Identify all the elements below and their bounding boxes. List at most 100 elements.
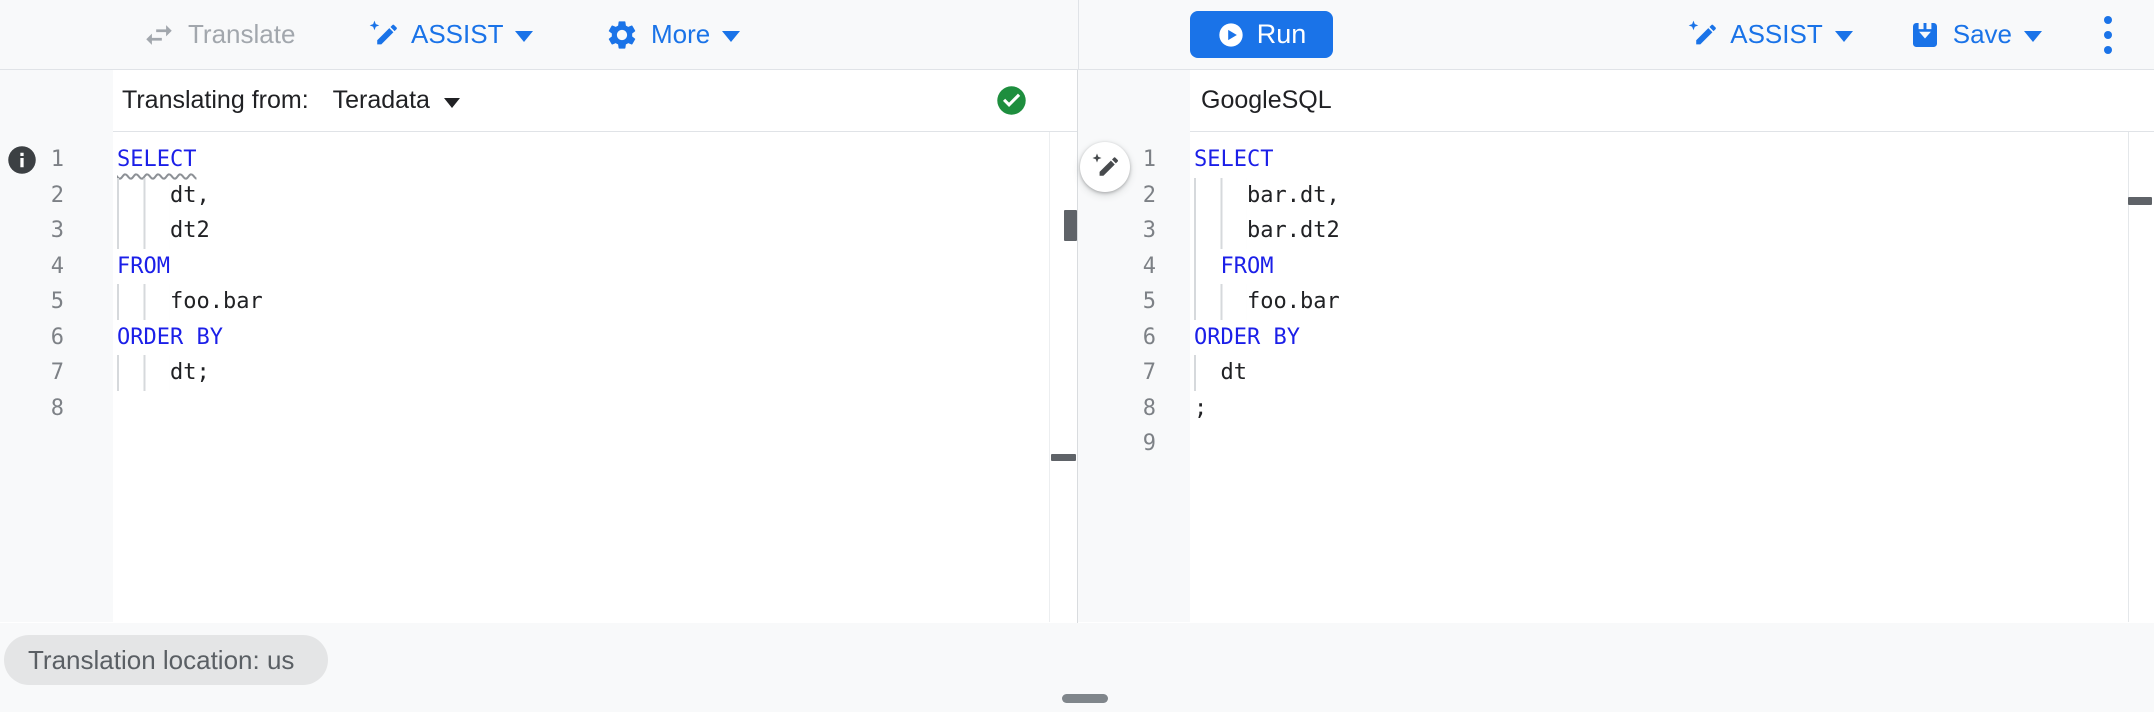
code-line[interactable]: foo.bar [1194,284,2128,320]
kebab-dot [2104,45,2112,54]
magic-pen-icon [1092,153,1119,176]
sql-text: foo.bar [1246,289,1340,314]
sql-text: bar.dt, [1246,182,1340,208]
code-line[interactable]: dt2 [117,213,1049,249]
save-dropdown[interactable]: Save [1909,19,2042,51]
toolbar-panel-divider [1078,0,1079,70]
line-number: 3 [50,218,64,243]
save-icon [1912,22,1937,47]
line-numbers: 1 2 3 4 5 6 7 8 [0,132,113,426]
code-line[interactable]: bar.dt, [1194,177,2128,213]
code-line[interactable]: ORDER BY [1194,320,2128,356]
line-number: 4 [1142,253,1156,279]
code-line[interactable]: dt; [117,355,1049,391]
save-label: Save [1952,19,2012,49]
translating-from-label: Translating from: [122,86,309,114]
line-number: 8 [50,395,64,421]
code-line[interactable]: SELECT [1194,142,2128,178]
top-toolbar: Translate ASSIST More Run ASSIST Save [0,0,2154,70]
code-line[interactable]: FROM [117,249,1049,285]
info-icon[interactable] [7,145,37,175]
source-dialect-value: Teradata [332,86,430,114]
footer-area: Translation location: us [0,623,2154,712]
sql-text: bar.dt2 [1246,218,1340,243]
line-number: 5 [1142,289,1156,314]
sql-keyword: FROM [1220,253,1274,279]
line-number: 6 [50,324,64,350]
left-vertical-scrollbar-thumb[interactable] [1064,210,1077,241]
code-line[interactable]: SELECT [117,142,1049,178]
translation-location-label: Translation location: us [28,644,295,675]
magic-pen-icon [369,20,397,44]
sql-text: dt; [169,360,210,385]
source-dialect-dropdown[interactable]: Teradata [333,86,460,115]
left-horizontal-scrollbar-thumb[interactable] [1051,454,1076,461]
chevron-down-icon [2024,31,2042,42]
sql-text: dt2 [169,218,210,243]
right-scrollbar-track[interactable] [2128,132,2154,622]
indent-guides [1194,177,1247,213]
line-number: 9 [1142,431,1156,456]
indent-guides [1194,213,1247,249]
code-line[interactable] [117,391,1049,427]
code-line[interactable]: FROM [1194,248,2128,284]
assist-right-label: ASSIST [1730,19,1823,49]
assist-dropdown-right[interactable]: ASSIST [1686,19,1853,51]
code-line[interactable]: bar.dt2 [1194,213,2128,249]
indent-guides [1194,355,1221,391]
assist-wand-button[interactable] [1080,142,1130,192]
line-number: 8 [1142,395,1156,421]
run-button[interactable]: Run [1190,11,1333,58]
overflow-menu-button[interactable] [2098,12,2118,58]
gear-icon [608,20,636,49]
swap-arrows-icon [146,24,172,45]
kebab-dot [2104,15,2112,24]
left-scrollbar-track[interactable] [1049,132,1077,622]
code-line[interactable] [1194,426,2128,462]
assist-label: ASSIST [411,19,504,49]
gutter-spacer [1078,70,1190,132]
chevron-down-icon [515,31,534,42]
code-line[interactable]: dt, [117,177,1049,213]
indent-guides [117,355,170,391]
left-editor-gutter: 1 2 3 4 5 6 7 8 [0,132,113,622]
code-line[interactable]: ; [1194,391,2128,427]
line-number: 7 [50,360,64,385]
chevron-down-icon [722,31,741,42]
line-number: 1 [50,147,64,172]
run-label: Run [1256,19,1307,49]
more-dropdown[interactable]: More [605,0,741,69]
resize-drag-handle[interactable] [1062,694,1108,703]
assist-dropdown-left[interactable]: ASSIST [367,0,534,69]
line-number: 5 [50,289,64,314]
sql-text: dt [1220,360,1247,385]
line-number: 4 [50,253,64,279]
chevron-down-icon [1834,31,1853,42]
indent-guides [117,284,170,320]
indent-guides [117,213,170,249]
line-number: 6 [1142,324,1156,350]
sql-keyword: FROM [117,253,170,279]
right-scrollbar-thumb[interactable] [2128,197,2152,205]
magic-pen-icon [1688,20,1717,44]
translate-button[interactable]: Translate [142,0,295,69]
line-number: 7 [1142,360,1156,385]
sql-text: ; [1194,395,1208,421]
sql-keyword: SELECT [1194,147,1274,172]
code-line[interactable]: foo.bar [117,284,1049,320]
line-number: 2 [50,182,64,208]
code-line[interactable]: ORDER BY [117,320,1049,356]
line-number: 2 [1142,182,1156,208]
sql-keyword: ORDER BY [1194,324,1300,350]
code-line[interactable]: dt [1194,355,2128,391]
chevron-down-icon [443,97,460,108]
